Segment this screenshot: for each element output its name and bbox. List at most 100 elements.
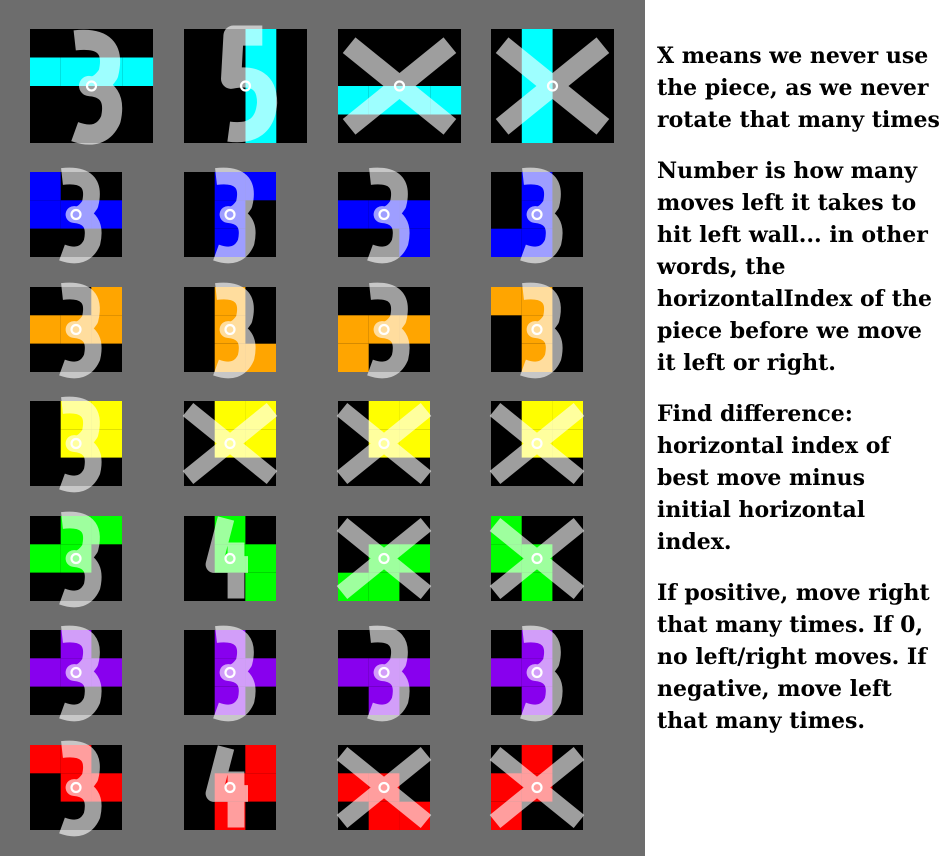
move-count-mark bbox=[59, 167, 102, 264]
rotation-center-icon bbox=[70, 208, 82, 221]
rotation-center-icon bbox=[531, 666, 543, 679]
unused-x-mark bbox=[336, 746, 432, 829]
tetromino-block bbox=[338, 200, 369, 229]
piece-cell-L-1 bbox=[184, 282, 276, 379]
unused-x-mark bbox=[495, 37, 610, 135]
tetromino-block bbox=[30, 745, 61, 774]
tetromino-block bbox=[245, 745, 276, 774]
piece-cell-I-1 bbox=[184, 25, 307, 143]
tetromino-block bbox=[30, 544, 61, 573]
piece-cell-Z-1 bbox=[184, 745, 276, 830]
tetromino-block bbox=[245, 773, 276, 802]
rotation-center-icon bbox=[378, 781, 390, 794]
tetromino-block bbox=[30, 57, 61, 86]
move-count-mark bbox=[520, 625, 563, 722]
piece-cell-S-1 bbox=[184, 516, 276, 601]
tetromino-block bbox=[338, 315, 369, 344]
piece-grid-svg bbox=[30, 25, 614, 837]
tetromino-block bbox=[30, 200, 61, 229]
move-count-mark bbox=[367, 282, 410, 379]
note-x-meaning: X means we never use the piece, as we ne… bbox=[657, 43, 940, 133]
piece-cell-L-3 bbox=[491, 282, 583, 379]
piece-cell-T-3 bbox=[491, 625, 583, 722]
move-count-mark bbox=[221, 25, 278, 143]
tetromino-block bbox=[491, 658, 522, 687]
piece-cell-S-0 bbox=[30, 511, 122, 608]
rotation-center-icon bbox=[378, 323, 390, 336]
tetromino-block bbox=[122, 57, 154, 86]
tetromino-block bbox=[491, 228, 522, 257]
move-count-mark bbox=[59, 740, 102, 837]
move-count-mark bbox=[213, 625, 256, 722]
piece-cell-I-2 bbox=[338, 29, 462, 143]
piece-cell-O-2 bbox=[336, 401, 432, 486]
move-count-mark bbox=[367, 625, 410, 722]
note-find-difference: Find difference: horizontal index of bes… bbox=[657, 401, 890, 555]
rotation-center-icon bbox=[378, 552, 390, 565]
rotation-center-icon bbox=[224, 208, 236, 221]
unused-x-mark bbox=[489, 517, 585, 600]
piece-cell-J-0 bbox=[30, 167, 122, 264]
piece-cell-I-0 bbox=[30, 29, 154, 145]
rotation-center-icon bbox=[70, 323, 82, 336]
piece-cell-T-1 bbox=[184, 625, 276, 722]
move-count-mark bbox=[59, 625, 102, 722]
move-count-mark bbox=[205, 745, 248, 828]
rotation-center-icon bbox=[531, 323, 543, 336]
note-number-meaning: Number is how many moves left it takes t… bbox=[657, 158, 932, 376]
rotation-center-icon bbox=[224, 781, 236, 794]
tetromino-block bbox=[30, 172, 61, 201]
unused-x-mark bbox=[182, 402, 278, 485]
rotation-center-icon bbox=[70, 781, 82, 794]
rotation-center-icon bbox=[224, 323, 236, 336]
tetromino-block bbox=[245, 572, 276, 601]
tetromino-block bbox=[338, 658, 369, 687]
piece-cell-Z-2 bbox=[336, 745, 432, 830]
piece-cell-O-3 bbox=[489, 401, 585, 486]
rotation-center-icon bbox=[224, 552, 236, 565]
notes-panel: X means we never use the piece, as we ne… bbox=[657, 40, 942, 756]
move-count-mark bbox=[367, 167, 410, 264]
unused-x-mark bbox=[336, 517, 432, 600]
rotation-center-icon bbox=[224, 437, 236, 450]
unused-x-mark bbox=[342, 37, 457, 135]
piece-rotation-grid bbox=[0, 0, 645, 856]
rotation-center-icon bbox=[393, 80, 406, 92]
tetromino-block bbox=[30, 315, 61, 344]
rotation-center-icon bbox=[546, 80, 559, 92]
tetromino-block bbox=[245, 544, 276, 573]
unused-x-mark bbox=[489, 746, 585, 829]
note-sign-rule: If positive, move right that many times.… bbox=[657, 580, 930, 734]
unused-x-mark bbox=[336, 402, 432, 485]
piece-cell-Z-3 bbox=[489, 745, 585, 830]
move-count-mark bbox=[520, 282, 563, 379]
rotation-center-icon bbox=[70, 552, 82, 565]
unused-x-mark bbox=[489, 402, 585, 485]
move-count-mark bbox=[59, 282, 102, 379]
rotation-center-icon bbox=[531, 552, 543, 565]
rotation-center-icon bbox=[70, 437, 82, 450]
move-count-mark bbox=[71, 29, 123, 145]
move-count-mark bbox=[520, 167, 563, 264]
piece-cell-I-3 bbox=[491, 29, 614, 143]
move-count-mark bbox=[213, 167, 256, 264]
move-count-mark bbox=[213, 282, 256, 379]
rotation-center-icon bbox=[85, 80, 98, 92]
piece-cell-J-3 bbox=[491, 167, 583, 264]
move-count-mark bbox=[205, 516, 248, 599]
rotation-center-icon bbox=[531, 437, 543, 450]
piece-cell-Z-0 bbox=[30, 740, 122, 837]
rotation-center-icon bbox=[224, 666, 236, 679]
rotation-center-icon bbox=[531, 781, 543, 794]
rotation-center-icon bbox=[70, 666, 82, 679]
piece-cell-L-2 bbox=[338, 282, 430, 379]
piece-cell-S-3 bbox=[489, 516, 585, 601]
piece-cell-T-0 bbox=[30, 625, 122, 722]
piece-cell-J-2 bbox=[338, 167, 430, 264]
rotation-center-icon bbox=[531, 208, 543, 221]
move-count-mark bbox=[59, 511, 102, 608]
tetromino-block bbox=[338, 343, 369, 372]
piece-cell-J-1 bbox=[184, 167, 276, 264]
piece-cell-O-0 bbox=[30, 396, 122, 493]
tetromino-block bbox=[491, 287, 522, 316]
